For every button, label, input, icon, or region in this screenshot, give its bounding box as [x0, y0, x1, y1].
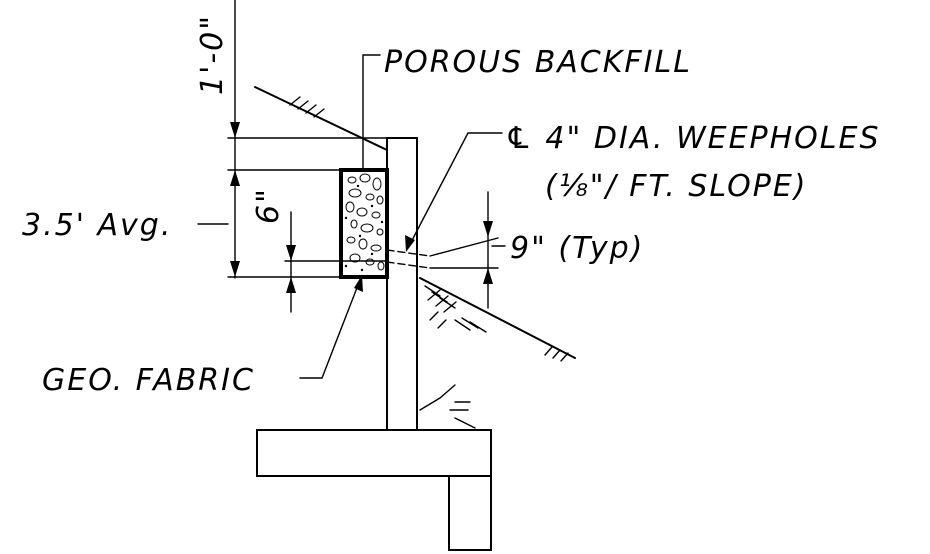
- porous-backfill-zone: [339, 168, 389, 279]
- label-spacing-typ: 9" (Typ): [510, 231, 644, 266]
- ground-right: [419, 277, 576, 429]
- label-dim-top: 1'-0": [195, 14, 230, 95]
- leaders: [299, 54, 503, 379]
- geo-fabric-wrap: [339, 168, 389, 279]
- label-dim-six: 6": [251, 187, 286, 224]
- label-geo-fabric: GEO. FABRIC: [42, 363, 255, 398]
- label-porous-backfill: POROUS BACKFILL: [384, 45, 692, 80]
- dimension-left: [197, 0, 388, 279]
- label-weepholes-line1: ℄ 4" DIA. WEEPHOLES: [505, 121, 881, 156]
- footing: [256, 429, 492, 477]
- weephole: [386, 249, 431, 269]
- label-avg-height: 3.5' Avg.: [22, 208, 172, 243]
- pebbles: [344, 173, 385, 272]
- backfill-ground-left: [254, 86, 388, 151]
- dimension-six-inch: [284, 211, 388, 313]
- wall-structure: [256, 137, 492, 551]
- label-weepholes-line2: (⅛"/ FT. SLOPE): [545, 169, 808, 204]
- wall-stem: [386, 137, 418, 431]
- shear-key: [448, 475, 492, 551]
- dimension-spacing: [429, 191, 506, 309]
